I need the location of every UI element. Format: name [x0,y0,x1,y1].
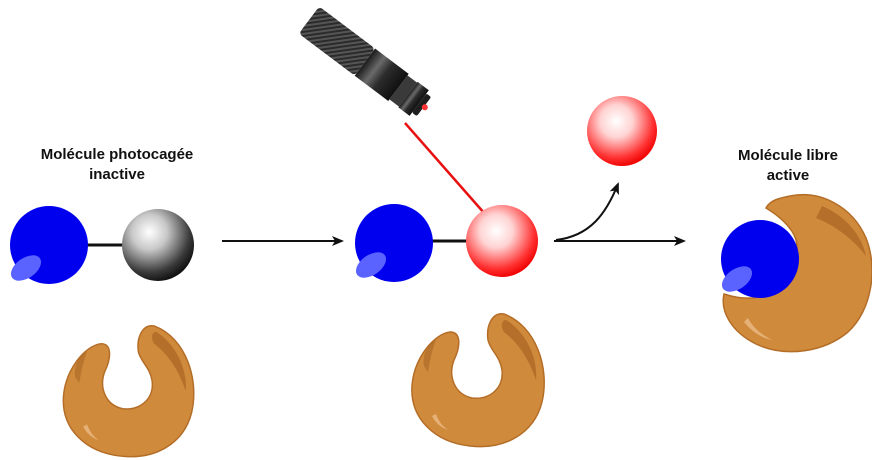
free-label-line1: Molécule libre [737,147,839,164]
laser-pointer-icon [300,8,431,116]
molecule-highlight-active [721,266,753,292]
caged-label-line2: inactive [89,166,145,183]
release-arrow [555,182,619,241]
photocleaved-group-sphere [466,205,538,277]
molecule-highlight-left [10,255,42,281]
cage-group-sphere [122,209,194,281]
laser-beam [404,122,493,223]
molecule-highlight-middle [355,252,387,278]
free-label-line2: active [766,167,810,184]
caged-molecule-label: Molécule photocagée inactive [6,145,228,185]
released-group-sphere [587,96,657,166]
enzyme-shape-middle [411,312,546,448]
enzyme-bound-complex [722,194,872,353]
enzyme-shape-left [62,324,195,458]
free-molecule-label: Molécule libre active [706,146,870,186]
caged-label-line1: Molécule photocagée [40,146,194,163]
